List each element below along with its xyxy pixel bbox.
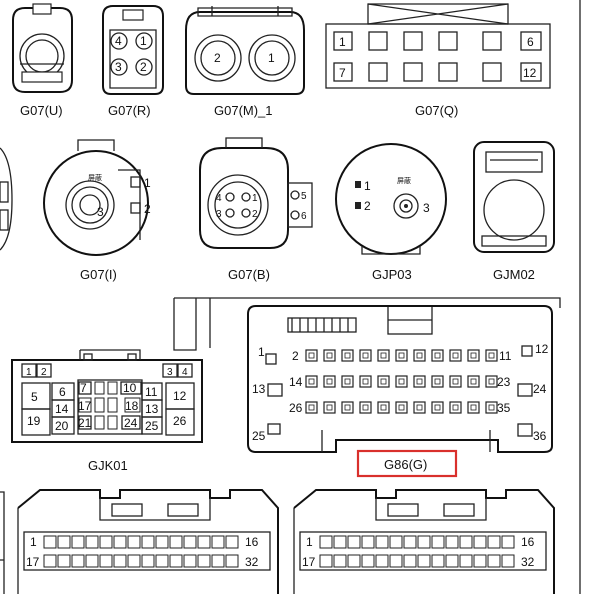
- connector-g07m1[interactable]: 2 1: [185, 6, 305, 95]
- bottom-left-pin-32: 32: [245, 555, 259, 569]
- gjp03-shield-caption: 屏蔽: [397, 176, 411, 185]
- g07i-pin-3: 3: [97, 205, 104, 219]
- connector-g07u[interactable]: [12, 3, 73, 93]
- connector-partial-bottom-edge: [0, 491, 5, 594]
- gjp03-pin-1: 1: [364, 179, 371, 193]
- gjp03-pin-2: 2: [364, 199, 371, 213]
- bottom-right-pin-16: 16: [521, 535, 535, 549]
- label-gjm02: GJM02: [493, 267, 535, 282]
- connector-g07r[interactable]: 4 1 3 2: [102, 5, 164, 95]
- connector-bottom-left[interactable]: 1 16 17 32: [17, 489, 279, 594]
- g07b-pin-6: 6: [301, 211, 307, 222]
- connector-gjm02[interactable]: [473, 141, 555, 253]
- g07b-pin-4: 4: [216, 193, 222, 204]
- gjp03-pin-3: 3: [423, 201, 430, 215]
- gjk01-pin-26: 26: [173, 414, 187, 428]
- connector-g07b[interactable]: 4 1 3 2 5 6: [199, 137, 313, 249]
- connector-g07i[interactable]: 1 2 3 屏蔽: [43, 139, 151, 256]
- g07m1-pin-2: 2: [214, 51, 221, 65]
- gjk01-pin-25: 25: [145, 419, 159, 433]
- g86g-pin-1: 1: [258, 345, 265, 359]
- g07q-pin-6: 6: [527, 35, 534, 49]
- label-g07i: G07(I): [80, 267, 117, 282]
- gjk01-pin-24: 24: [124, 416, 138, 430]
- g07r-pin-3: 3: [115, 60, 122, 74]
- g86g-pin-26: 26: [289, 401, 303, 415]
- bottom-right-pin-17: 17: [302, 555, 316, 569]
- g86g-pin-11: 11: [499, 349, 512, 363]
- connector-g07q[interactable]: 1 6 7 12: [325, 3, 551, 89]
- g86g-pin-2: 2: [292, 349, 299, 363]
- g07b-pin-3: 3: [216, 209, 222, 220]
- gjk01-pin-2: 2: [41, 367, 47, 378]
- label-gjk01: GJK01: [88, 458, 128, 473]
- label-g07q: G07(Q): [415, 103, 458, 118]
- gjk01-pin-21: 21: [78, 416, 92, 430]
- label-gjp03: GJP03: [372, 267, 412, 282]
- g07i-pin-1: 1: [144, 176, 151, 190]
- g86g-pin-36: 36: [533, 429, 547, 443]
- gjk01-pin-7: 7: [80, 381, 87, 395]
- g86g-pin-13: 13: [252, 382, 266, 396]
- gjk01-pin-13: 14: [55, 402, 69, 416]
- gjk01-pin-5: 5: [31, 390, 38, 404]
- label-g07u: G07(U): [20, 103, 63, 118]
- gjk01-pin-3: 3: [167, 367, 173, 378]
- g07b-pin-5: 5: [301, 191, 307, 202]
- bottom-right-pin-1: 1: [306, 535, 313, 549]
- gjk01-pin-10: 10: [123, 381, 137, 395]
- g86g-pin-23: 23: [497, 375, 511, 389]
- g07r-pin-4: 4: [115, 34, 122, 48]
- g86g-pin-12: 12: [535, 342, 549, 356]
- gjk01-pin-18: 13: [145, 402, 159, 416]
- g07r-pin-2: 2: [140, 60, 147, 74]
- label-g07m1: G07(M)_1: [214, 103, 273, 118]
- gjk01-pin-1: 1: [26, 367, 32, 378]
- gjk01-pin-20: 20: [55, 419, 69, 433]
- g86g-pin-grid-inner: [308, 352, 495, 411]
- g07q-pin-7: 7: [339, 66, 346, 80]
- bottom-left-pin-1: 1: [30, 535, 37, 549]
- g07m1-pin-1: 1: [268, 51, 275, 65]
- gjk01-pin-4: 4: [182, 367, 188, 378]
- gjk01-pin-11: 11: [145, 385, 158, 399]
- gjk01-pin-19: 19: [27, 414, 41, 428]
- connector-partial-left: [0, 147, 13, 251]
- g07q-pin-12: 12: [523, 66, 537, 80]
- connector-gjk01[interactable]: 1 2 3 4 5 6 14 19 20 7 10 17 18 21 24: [11, 349, 203, 443]
- label-g86g: G86(G): [384, 457, 427, 472]
- connector-bottom-right[interactable]: 1 16 17 32: [293, 489, 555, 594]
- bottom-right-pin-32: 32: [521, 555, 535, 569]
- g07r-pin-1: 1: [140, 34, 147, 48]
- gjk01-pin-14: 17: [78, 399, 92, 413]
- g07i-shield-caption: 屏蔽: [88, 173, 102, 182]
- label-g07r: G07(R): [108, 103, 151, 118]
- g86g-pin-25: 25: [252, 429, 266, 443]
- connector-gjp03[interactable]: 1 2 3 屏蔽: [335, 143, 447, 255]
- label-g07b: G07(B): [228, 267, 270, 282]
- g86g-pin-grid: [305, 349, 498, 414]
- connector-g86g[interactable]: 1 2 11 12 13 14 23 24 25 26 35 36: [173, 297, 561, 453]
- g07b-pin-2: 2: [252, 209, 258, 220]
- gjk01-pin-6: 6: [59, 385, 66, 399]
- bottom-right-pin-grid: [319, 535, 515, 568]
- bottom-left-pin-grid: [43, 535, 239, 568]
- bottom-left-pin-17: 17: [26, 555, 40, 569]
- g07i-pin-2: 2: [144, 202, 151, 216]
- gjk01-pin-12: 12: [173, 389, 187, 403]
- g07b-pin-1: 1: [252, 193, 258, 204]
- g86g-pin-24: 24: [533, 382, 547, 396]
- g86g-highlight-box: [356, 449, 458, 478]
- g07q-pin-1: 1: [339, 35, 346, 49]
- bottom-left-pin-16: 16: [245, 535, 259, 549]
- gjk01-pin-17: 18: [125, 399, 139, 413]
- g86g-pin-35: 35: [497, 401, 511, 415]
- g86g-pin-14: 14: [289, 375, 303, 389]
